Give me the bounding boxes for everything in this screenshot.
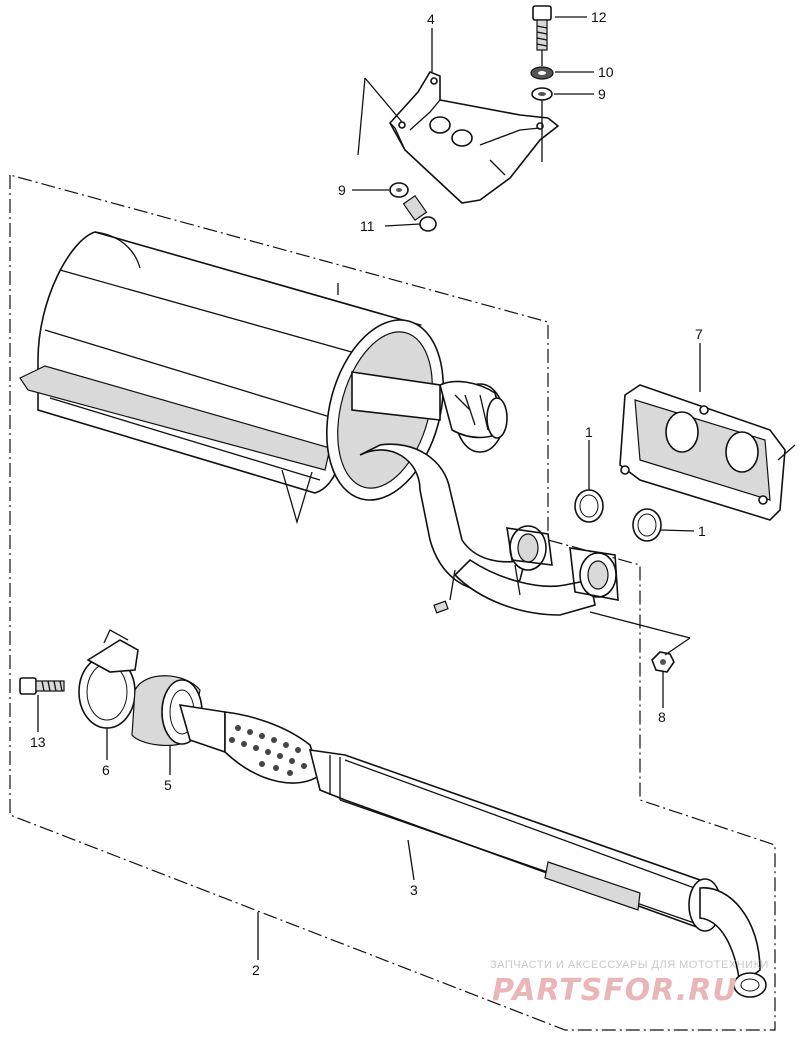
gasket-plate-7 [619,384,796,521]
watermark-logo: PARTSFOR.RU [492,973,738,1008]
washer-9-top [531,87,553,101]
callout-13: 13 [30,734,46,750]
callout-labels: 4 12 10 9 9 11 7 1 1 8 13 6 5 3 2 [30,9,706,978]
gasket-1-upper [574,489,604,523]
bolt-11 [402,194,437,232]
gasket-1-lower [632,508,662,542]
bracket-part [389,71,560,204]
assembly-outline [9,174,776,1031]
tail-silencer-3 [178,704,767,998]
callout-1-lower: 1 [698,523,706,539]
callout-10: 10 [598,64,614,80]
nut-8 [651,651,675,673]
watermark-tagline: ЗАПЧАСТИ И АКСЕССУАРЫ ДЛЯ МОТОТЕХНИКИ [490,959,769,971]
callout-5: 5 [164,777,172,793]
callout-1-upper: 1 [585,424,593,440]
perforated-section [229,725,307,776]
callout-4: 4 [427,11,435,27]
callout-12: 12 [591,9,607,25]
callout-11: 11 [360,218,375,234]
bolt-13 [19,677,65,695]
watermark: ЗАПЧАСТИ И АКСЕССУАРЫ ДЛЯ МОТОТЕХНИКИ PA… [490,959,769,1008]
callout-8: 8 [658,709,666,725]
washer-9-left [389,182,409,198]
callout-9-left: 9 [338,182,346,198]
clamp-6 [78,629,139,729]
exhaust-pipe [359,443,619,616]
washer-10 [530,66,554,80]
callout-9-top: 9 [598,86,606,102]
callout-6: 6 [102,762,110,778]
leader-lines [37,16,701,960]
callout-7: 7 [695,326,703,342]
bolt-12 [532,5,552,51]
callout-3: 3 [410,882,418,898]
callout-2: 2 [252,962,260,978]
